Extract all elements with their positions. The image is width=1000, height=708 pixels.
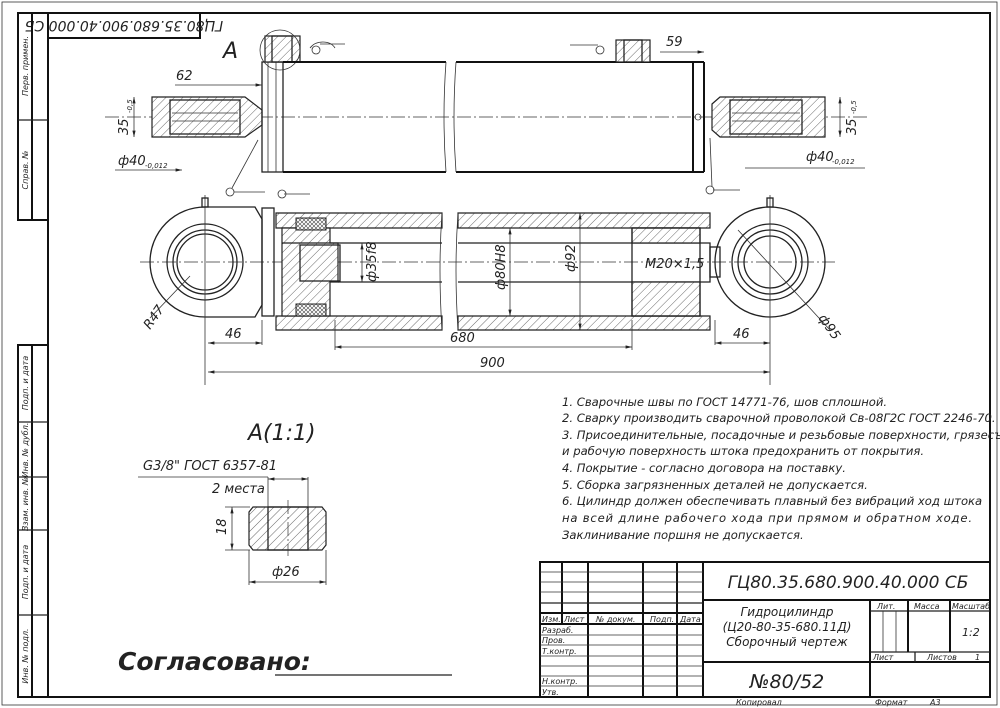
svg-text:Согласовано:: Согласовано: [118,647,311,676]
svg-text:ф40: ф40 [806,150,834,165]
svg-text:ф40: ф40 [118,154,146,169]
svg-text:1. Сварочные швы по ГОСТ 14771: 1. Сварочные швы по ГОСТ 14771-76, шов с… [562,395,887,409]
svg-text:1:2: 1:2 [962,626,980,639]
svg-text:Подп. и дата: Подп. и дата [21,356,30,411]
svg-text:ф92: ф92 [564,244,579,272]
mirrored-stamp: ГЦ80.35.680.900.40.000 СБ [25,12,223,39]
svg-text:Листов: Листов [926,653,957,662]
svg-text:5. Сборка загрязненных деталей: 5. Сборка загрязненных деталей не допуск… [562,478,868,492]
svg-text:R47: R47 [141,302,168,332]
svg-text:A(1:1): A(1:1) [246,421,316,446]
svg-text:35: 35 [117,118,132,135]
svg-text:Инв. № подл.: Инв. № подл. [21,628,30,683]
svg-text:Заклинивание поршня не допуска: Заклинивание поршня не допускается. [562,528,804,542]
svg-text:62: 62 [176,69,193,84]
svg-text:Лист: Лист [563,615,585,624]
svg-text:1: 1 [975,653,980,662]
svg-text:46: 46 [733,327,750,342]
svg-text:6. Цилиндр должен обеспечивать: 6. Цилиндр должен обеспечивать плавный б… [562,494,982,508]
svg-text:Инв. № дубл.: Инв. № дубл. [21,423,30,478]
svg-text:ф95: ф95 [815,312,843,343]
svg-text:4. Покрытие - согласно договор: 4. Покрытие - согласно договора на поста… [562,461,846,475]
svg-text:2 места: 2 места [212,482,265,497]
svg-text:18: 18 [215,518,230,535]
svg-text:G3/8" ГОСТ 6357-81: G3/8" ГОСТ 6357-81 [143,459,277,474]
svg-text:ф35f8: ф35f8 [365,241,380,282]
top-view: A 62 59 35 -0,5 [105,29,870,199]
svg-text:Масштаб: Масштаб [952,602,990,611]
svg-text:M20×1,5: M20×1,5 [645,257,704,272]
svg-text:№ докум.: № докум. [595,615,635,624]
svg-text:(Ц20-80-35-680.11Д): (Ц20-80-35-680.11Д) [723,620,852,634]
technical-notes: 1. Сварочные швы по ГОСТ 14771-76, шов с… [562,395,1000,542]
svg-text:ГЦ80.35.680.900.40.000 СБ: ГЦ80.35.680.900.40.000 СБ [25,17,223,33]
svg-text:Сборочный чертеж: Сборочный чертеж [726,635,848,649]
organization-code: №80/52 [749,671,825,693]
svg-text:-0,012: -0,012 [832,158,855,166]
svg-text:Гидроцилиндр: Гидроцилиндр [741,605,834,619]
svg-text:Т.контр.: Т.контр. [542,647,577,656]
svg-text:и рабочую поверхность штока пр: и рабочую поверхность штока предохранить… [562,444,924,458]
document-number: ГЦ80.35.680.900.40.000 СБ [728,573,969,593]
svg-text:Лист: Лист [872,653,894,662]
svg-text:А3: А3 [929,698,941,707]
detail-a-view: A(1:1) G3/8" ГОСТ 6357-81 2 места 18 ф26 [138,421,327,585]
side-stamp: Перв. примен. Справ. № Подп. и дата Инв.… [17,12,49,698]
svg-text:Подп. и дата: Подп. и дата [21,545,30,600]
svg-text:Формат: Формат [875,698,908,707]
svg-text:2. Сварку производить сварочно: 2. Сварку производить сварочной проволок… [562,411,996,425]
svg-text:Изм.: Изм. [542,615,561,624]
svg-text:ф26: ф26 [272,565,300,580]
svg-text:Копировал: Копировал [736,698,782,707]
svg-text:Дата: Дата [679,615,701,624]
svg-text:Подп.: Подп. [650,615,674,624]
svg-text:59: 59 [666,35,683,50]
title-block: Изм. Лист № докум. Подп. Дата Разраб. Пр… [539,561,991,707]
svg-text:Перв. примен.: Перв. примен. [21,36,30,96]
svg-text:A: A [221,39,238,64]
svg-text:Справ. №: Справ. № [21,151,30,190]
svg-text:900: 900 [480,356,505,371]
svg-text:46: 46 [225,327,242,342]
svg-text:Пров.: Пров. [542,636,565,645]
agreed-signature-field: Согласовано: [118,647,452,676]
svg-text:Взам. инв. №: Взам. инв. № [21,477,30,531]
svg-text:3. Присоединительные, посадочн: 3. Присоединительные, посадочные и резьб… [562,428,1000,442]
svg-text:Лит.: Лит. [876,602,895,611]
svg-text:-0,012: -0,012 [145,162,168,170]
svg-text:680: 680 [450,331,475,346]
svg-text:-0,5: -0,5 [126,99,134,113]
svg-text:ф80H8: ф80H8 [494,244,509,290]
svg-text:Разраб.: Разраб. [542,626,573,635]
svg-text:-0,5: -0,5 [850,100,858,114]
svg-text:Утв.: Утв. [542,688,559,697]
svg-text:35: 35 [845,118,860,135]
svg-text:Масса: Масса [914,602,940,611]
svg-text:Н.контр.: Н.контр. [542,677,578,686]
svg-text:на всей длине рабочего хода пр: на всей длине рабочего хода при прямом и… [562,511,972,525]
section-view: ф35f8 ф80H8 ф92 M20×1,5 R47 ф95 46 680 9… [140,195,843,385]
